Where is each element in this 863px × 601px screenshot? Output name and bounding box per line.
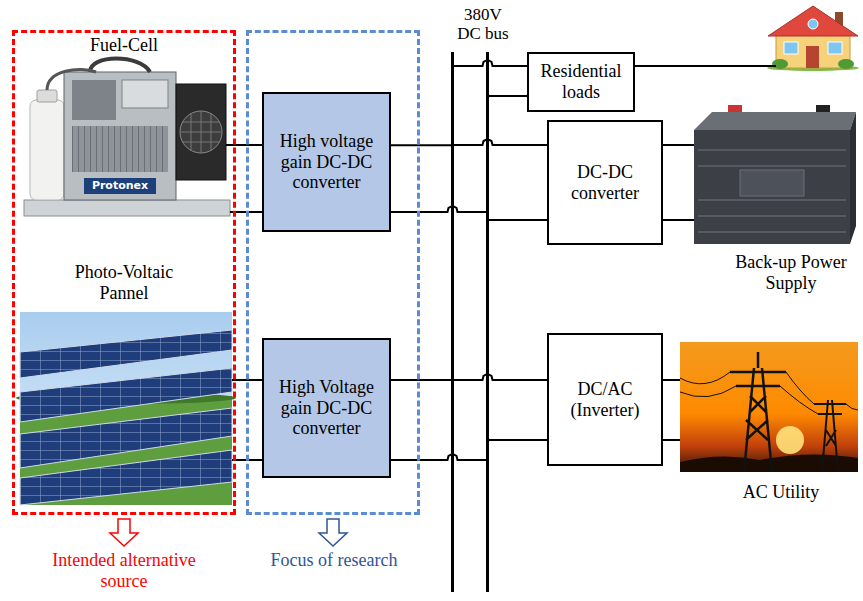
device-label: AC Utility	[716, 482, 846, 503]
converter-box: High voltage gain DC-DC converter	[262, 92, 391, 232]
wire	[226, 66, 776, 460]
fuel-cell-picture	[24, 59, 230, 217]
bus-wire	[451, 139, 547, 220]
converter-box: DC-DC converter	[547, 120, 663, 245]
bus-wire	[391, 145, 489, 212]
box-text: DC/AC (Inverter)	[553, 379, 657, 420]
device-label: Back-up Power Supply	[724, 252, 858, 293]
pv-panel-picture	[16, 312, 236, 505]
bus-wire	[391, 380, 489, 460]
region-caption: Focus of research	[249, 550, 419, 571]
brand-label: Protonex	[84, 179, 156, 193]
box-text: High Voltage gain DC-DC converter	[268, 377, 385, 439]
box-text: DC-DC converter	[553, 162, 657, 203]
house-picture	[767, 6, 859, 71]
box-text: Residential loads	[533, 61, 629, 102]
region-caption: Intended alternative source	[36, 550, 212, 591]
pointer-arrow	[319, 519, 347, 546]
bus-wire	[451, 60, 527, 96]
load-box: Residential loads	[527, 52, 635, 112]
dc-bus: 380V DC bus	[451, 52, 489, 592]
battery-picture	[694, 105, 856, 244]
research-region: Focus of researchHigh voltage gain DC-DC…	[246, 30, 420, 515]
pointer-arrow	[110, 519, 138, 546]
converter-box: High Voltage gain DC-DC converter	[262, 338, 391, 478]
box-text: High voltage gain DC-DC converter	[268, 131, 385, 193]
device-label: Fuel-Cell	[44, 35, 204, 56]
device-label: Photo-Voltaic Pannel	[54, 262, 194, 303]
bus-label: 380V DC bus	[454, 6, 512, 43]
bus-wire	[451, 374, 547, 440]
power-tower-picture	[680, 342, 858, 472]
inverter-box: DC/AC (Inverter)	[547, 333, 663, 466]
